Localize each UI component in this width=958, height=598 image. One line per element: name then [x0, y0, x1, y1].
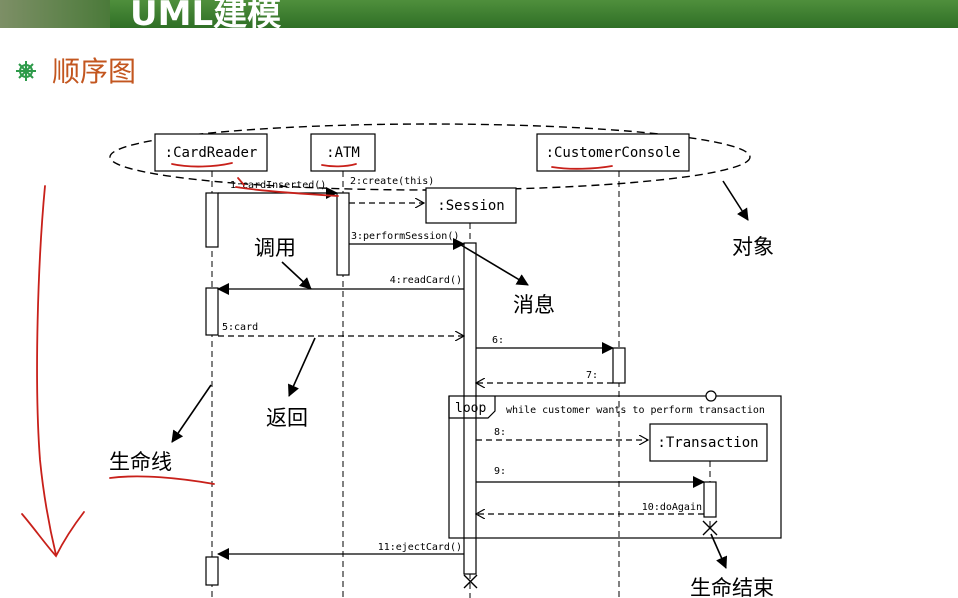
fragment-handle [705, 390, 717, 402]
gear-flower-icon [16, 61, 36, 81]
annotation-end-of-life: 生命结束 [690, 576, 774, 598]
object-customerconsole-label: :CustomerConsole [546, 145, 681, 161]
annotation-return: 返回 [266, 406, 308, 430]
message-1-label: 1:cardInserted() [230, 180, 326, 191]
pen-time-arrow [36, 185, 57, 556]
header-image [0, 0, 110, 28]
pen-underline-atm [321, 163, 357, 168]
annotation-arrow-objects [722, 180, 749, 221]
annotation-call: 调用 [254, 236, 296, 260]
message-3-label: 3:performSession() [351, 231, 459, 242]
object-atm-label: :ATM [326, 145, 360, 161]
message-6-label: 6: [492, 335, 504, 346]
object-atm: :ATM [310, 133, 376, 172]
activation-cardreader-1 [205, 192, 219, 248]
message-10-label: 10:doAgain [642, 502, 702, 513]
object-cardreader-label: :CardReader [165, 145, 258, 161]
annotation-arrow-end-of-life [710, 533, 728, 569]
message-5-label: 5:card [222, 322, 258, 333]
annotation-arrow-message [455, 241, 529, 286]
activation-transaction [703, 481, 717, 518]
object-session: :Session [425, 187, 517, 224]
message-2-label: 2:create(this) [350, 176, 434, 187]
pen-underline-cardreader [171, 162, 233, 168]
annotation-arrow-return [288, 337, 316, 397]
pen-underline-message-1 [235, 186, 339, 197]
message-7-label: 7: [586, 370, 598, 381]
slide-header-bar: UML建模 [0, 0, 958, 34]
object-session-label: :Session [437, 198, 504, 214]
activation-session [463, 242, 477, 575]
header-title: UML建模 [130, 0, 282, 34]
annotation-message: 消息 [513, 293, 555, 317]
activation-customerconsole [612, 347, 626, 384]
object-transaction-label: :Transaction [657, 435, 758, 451]
transaction-destroy-mark [702, 520, 718, 536]
loop-guard: while customer wants to perform transact… [506, 405, 765, 416]
pen-time-arrowhead [21, 511, 85, 558]
object-customerconsole: :CustomerConsole [536, 133, 690, 172]
loop-fragment: loop while customer wants to perform tra… [448, 395, 782, 539]
pen-tick [237, 177, 245, 186]
pen-underline-lifeline [109, 475, 215, 485]
annotation-objects: 对象 [732, 235, 774, 259]
activation-cardreader-2 [205, 287, 219, 336]
session-destroy-mark [463, 574, 478, 589]
loop-keyword: loop [455, 401, 486, 416]
annotation-arrow-lifeline [171, 384, 212, 443]
pen-underline-customerconsole [551, 165, 613, 170]
message-8-label: 8: [494, 427, 506, 438]
message-11-label: 11:ejectCard() [378, 542, 462, 553]
object-transaction: :Transaction [649, 423, 768, 462]
pen-annotations [21, 162, 613, 558]
message-9-label: 9: [494, 466, 506, 477]
annotation-arrow-call [281, 261, 312, 290]
object-cardreader: :CardReader [154, 133, 268, 172]
annotation-lifeline: 生命线 [109, 450, 172, 474]
message-4-label: 4:readCard() [390, 275, 462, 286]
activation-atm [336, 192, 350, 276]
section-title: 顺序图 [52, 55, 137, 88]
activation-cardreader-3 [205, 556, 219, 586]
